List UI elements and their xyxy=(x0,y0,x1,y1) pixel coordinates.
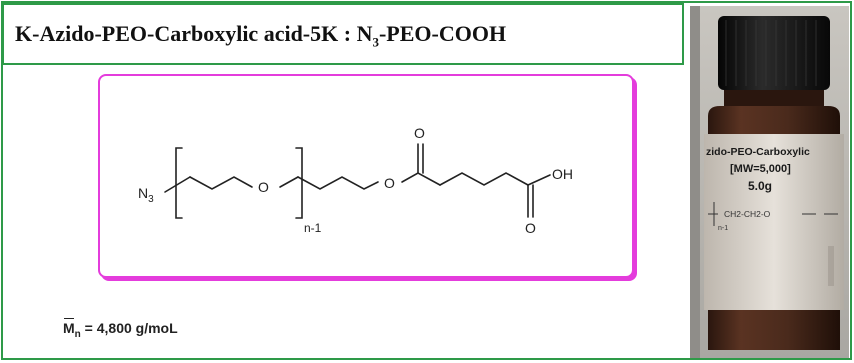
page-title: K-Azido-PEO-Carboxylic acid-5K : N3-PEO-… xyxy=(15,21,506,50)
vial-formula: CH2-CH2-O xyxy=(724,209,771,219)
label-side-print xyxy=(828,246,834,286)
title-subscript: 3 xyxy=(372,34,379,50)
chain-after-bracket xyxy=(297,176,379,190)
vial-label xyxy=(704,134,844,310)
vial-cap xyxy=(718,16,830,90)
title-tail: -PEO-COOH xyxy=(378,21,507,46)
vial-label-line2: [MW=5,000] xyxy=(730,163,791,175)
title-main: K-Azido-PEO-Carboxylic acid-5K : N xyxy=(15,21,373,46)
ester-o-label: O xyxy=(384,175,395,191)
vial-formula-subscript: n-1 xyxy=(718,225,728,232)
vial-illustration: zido-PEO-Carboxylic [MW=5,000] 5.0g CH2-… xyxy=(690,6,849,358)
background-edge xyxy=(690,6,700,358)
acid-oh-bond xyxy=(527,174,551,186)
ether-o-label: O xyxy=(258,179,269,195)
right-bracket xyxy=(295,147,303,219)
molecular-weight: Mn = 4,800 g/moL xyxy=(63,320,178,340)
carbonyl-o1-label: O xyxy=(414,125,425,141)
repeat-zigzag-1 xyxy=(189,176,253,190)
vial-label-line1: zido-PEO-Carboxylic xyxy=(706,146,810,158)
n3-label: N3 xyxy=(138,185,154,205)
repeat-subscript: n-1 xyxy=(304,221,322,235)
repeat-zigzag-2 xyxy=(279,176,299,188)
bond-n3 xyxy=(164,176,191,193)
ester-bond xyxy=(401,172,441,186)
vial-label-line3: 5.0g xyxy=(748,179,772,193)
succinic-chain xyxy=(439,172,529,186)
acid-oh-label: OH xyxy=(552,166,573,182)
structure-diagram: N3 O n-1 O O O OH xyxy=(138,125,573,236)
mw-subscript: n xyxy=(74,328,81,340)
mw-symbol: M xyxy=(63,320,75,336)
mw-value: = 4,800 g/moL xyxy=(80,320,178,336)
title-box: K-Azido-PEO-Carboxylic acid-5K : N3-PEO-… xyxy=(2,3,684,65)
vial-neck xyxy=(724,90,824,110)
product-vial-photo: zido-PEO-Carboxylic [MW=5,000] 5.0g CH2-… xyxy=(690,6,849,358)
left-bracket xyxy=(175,147,183,219)
carbonyl-o2-label: O xyxy=(525,220,536,236)
structure-panel: N3 O n-1 O O O OH xyxy=(98,74,634,278)
